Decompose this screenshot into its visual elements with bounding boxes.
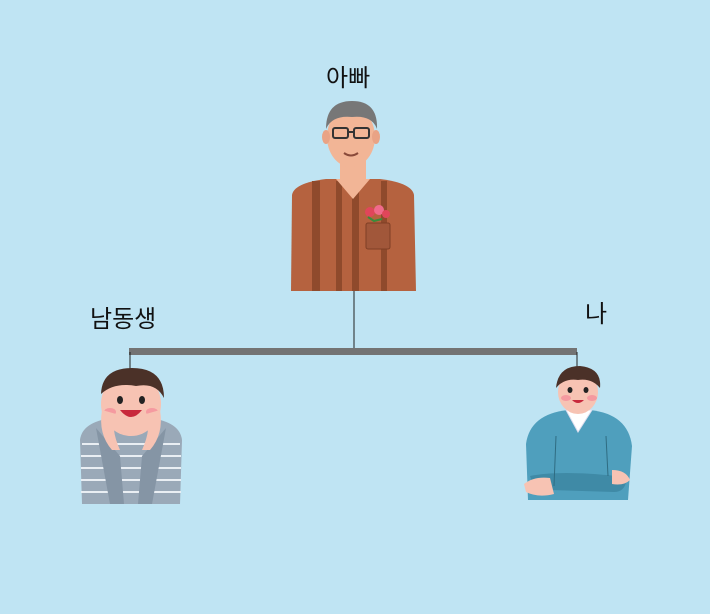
father-label: 아빠 — [326, 64, 371, 92]
father-figure-icon — [291, 101, 416, 291]
me-label: 나 — [585, 300, 608, 328]
sibling-bar — [129, 348, 577, 355]
brother-label: 남동생 — [90, 305, 157, 333]
boy-figure-icon — [80, 368, 182, 504]
girl-figure-icon — [524, 366, 632, 500]
